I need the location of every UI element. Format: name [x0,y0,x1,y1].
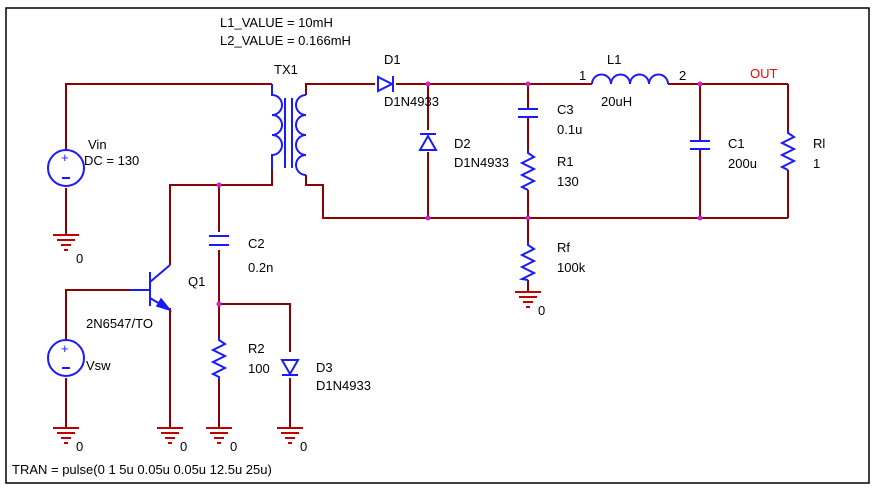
diode-d3[interactable] [280,359,300,377]
ground-icon [53,234,79,251]
ground-label: 0 [76,251,83,266]
l1-pin1: 1 [579,68,586,83]
rl-value: 1 [813,156,820,171]
ground-icon [157,427,183,444]
ground-icon [206,427,232,444]
vin-name: Vin [88,137,107,152]
out-net-label: OUT [750,66,778,81]
ground-label: 0 [76,439,83,454]
resistor-r2[interactable] [210,337,228,380]
vin-value: DC = 130 [84,153,139,168]
diode-d2[interactable] [418,133,438,151]
r2-value: 100 [248,361,270,376]
ground-label: 0 [230,439,237,454]
svg-text:+: + [61,150,69,165]
ground-symbols [53,234,541,444]
d3-model: D1N4933 [316,378,371,393]
inductor-l1[interactable] [591,73,669,85]
rl-name: Rl [813,136,825,151]
schematic-frame [5,7,870,484]
c3-name: C3 [557,102,574,117]
d1-model: D1N4933 [384,94,439,109]
c1-name: C1 [728,136,745,151]
wires [65,83,789,428]
resistor-rl[interactable] [779,130,797,171]
ground-label: 0 [300,439,307,454]
svg-text:+: + [61,341,69,356]
capacitor-c3[interactable] [518,108,538,118]
ground-label: 0 [180,439,187,454]
q1-name: Q1 [188,274,205,289]
tx1-name: TX1 [274,62,298,77]
c1-value: 200u [728,156,757,171]
d1-name: D1 [384,52,401,67]
r1-value: 130 [557,174,579,189]
q1-model: 2N6547/TO [86,316,153,331]
ground-icon [277,427,303,444]
d2-model: D1N4933 [454,155,509,170]
r1-name: R1 [557,154,574,169]
ground-label: 0 [538,303,545,318]
l1-value: 20uH [601,94,632,109]
c3-value: 0.1u [557,122,582,137]
capacitor-c2[interactable] [209,235,229,246]
c2-name: C2 [248,236,265,251]
transformer-tx1[interactable] [271,84,307,176]
junction-nodes [216,81,703,307]
l1-name: L1 [607,52,621,67]
vin-source[interactable]: + [47,149,85,187]
resistor-r1[interactable] [519,150,537,191]
d3-name: D3 [316,360,333,375]
ground-icon [515,291,541,308]
param-l2-value: L2_VALUE = 0.166mH [220,33,351,48]
capacitor-c1[interactable] [690,140,710,150]
rf-name: Rf [557,240,570,255]
tran-spec: TRAN = pulse(0 1 5u 0.05u 0.05u 12.5u 25… [12,462,272,477]
d2-name: D2 [454,136,471,151]
c2-value: 0.2n [248,260,273,275]
vsw-name: Vsw [86,358,111,373]
resistor-rf[interactable] [518,242,537,281]
r2-name: R2 [248,341,265,356]
ground-icon [53,427,79,444]
param-l1-value: L1_VALUE = 10mH [220,15,333,30]
transistor-q1[interactable] [130,264,173,312]
diode-d1[interactable] [377,75,395,93]
rf-value: 100k [557,260,586,275]
l1-pin2: 2 [679,68,686,83]
vsw-source[interactable]: + [47,339,85,377]
